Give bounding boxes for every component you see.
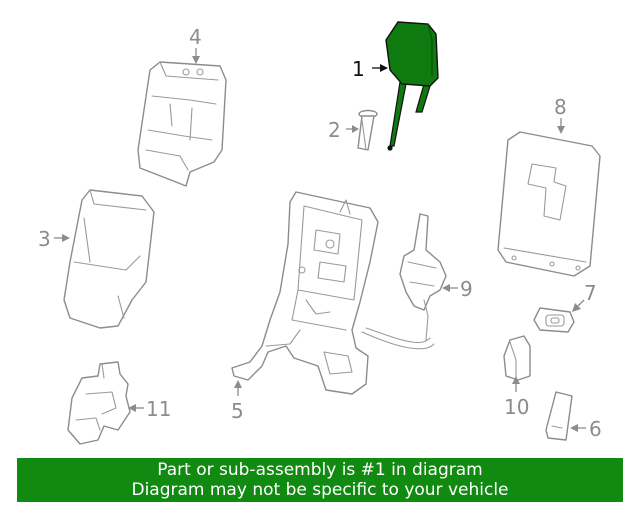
svg-text:3: 3 bbox=[38, 227, 51, 251]
svg-text:6: 6 bbox=[589, 417, 602, 441]
callout-11: 11 bbox=[128, 397, 171, 421]
callout-7: 7 bbox=[572, 281, 597, 312]
side-bracket-part[interactable] bbox=[67, 361, 131, 445]
info-banner: Part or sub-assembly is #1 in diagram Di… bbox=[17, 458, 623, 502]
svg-text:4: 4 bbox=[189, 25, 202, 49]
svg-text:10: 10 bbox=[504, 395, 529, 419]
banner-line-1: Part or sub-assembly is #1 in diagram bbox=[157, 460, 483, 480]
callout-9: 9 bbox=[442, 277, 473, 301]
headrest-guide-part[interactable] bbox=[357, 109, 378, 151]
rear-panel-part[interactable] bbox=[497, 131, 601, 277]
callout-3: 3 bbox=[38, 227, 70, 251]
svg-text:9: 9 bbox=[460, 277, 473, 301]
callout-2: 2 bbox=[328, 118, 359, 142]
seat-back-frame-part[interactable] bbox=[231, 191, 379, 395]
callout-8: 8 bbox=[554, 95, 567, 134]
latch-cable-part[interactable] bbox=[361, 213, 447, 350]
seat-back-cushion-part[interactable] bbox=[63, 189, 155, 329]
headrest-part[interactable] bbox=[385, 21, 439, 151]
svg-text:7: 7 bbox=[584, 281, 597, 305]
latch-bezel-part[interactable] bbox=[533, 307, 575, 333]
callout-4: 4 bbox=[189, 25, 202, 64]
svg-text:5: 5 bbox=[231, 399, 244, 423]
svg-text:11: 11 bbox=[146, 397, 171, 421]
cover-cap-part[interactable] bbox=[545, 391, 573, 441]
svg-text:2: 2 bbox=[328, 118, 341, 142]
banner-line-2: Diagram may not be specific to your vehi… bbox=[131, 480, 509, 500]
seat-back-pad-part[interactable] bbox=[137, 61, 227, 187]
trim-cover-part[interactable] bbox=[503, 335, 531, 381]
callout-10: 10 bbox=[504, 376, 529, 419]
svg-text:1: 1 bbox=[352, 57, 365, 81]
callout-1: 1 bbox=[352, 57, 388, 81]
callout-5: 5 bbox=[231, 380, 244, 423]
svg-text:8: 8 bbox=[554, 95, 567, 119]
callout-6: 6 bbox=[570, 417, 602, 441]
